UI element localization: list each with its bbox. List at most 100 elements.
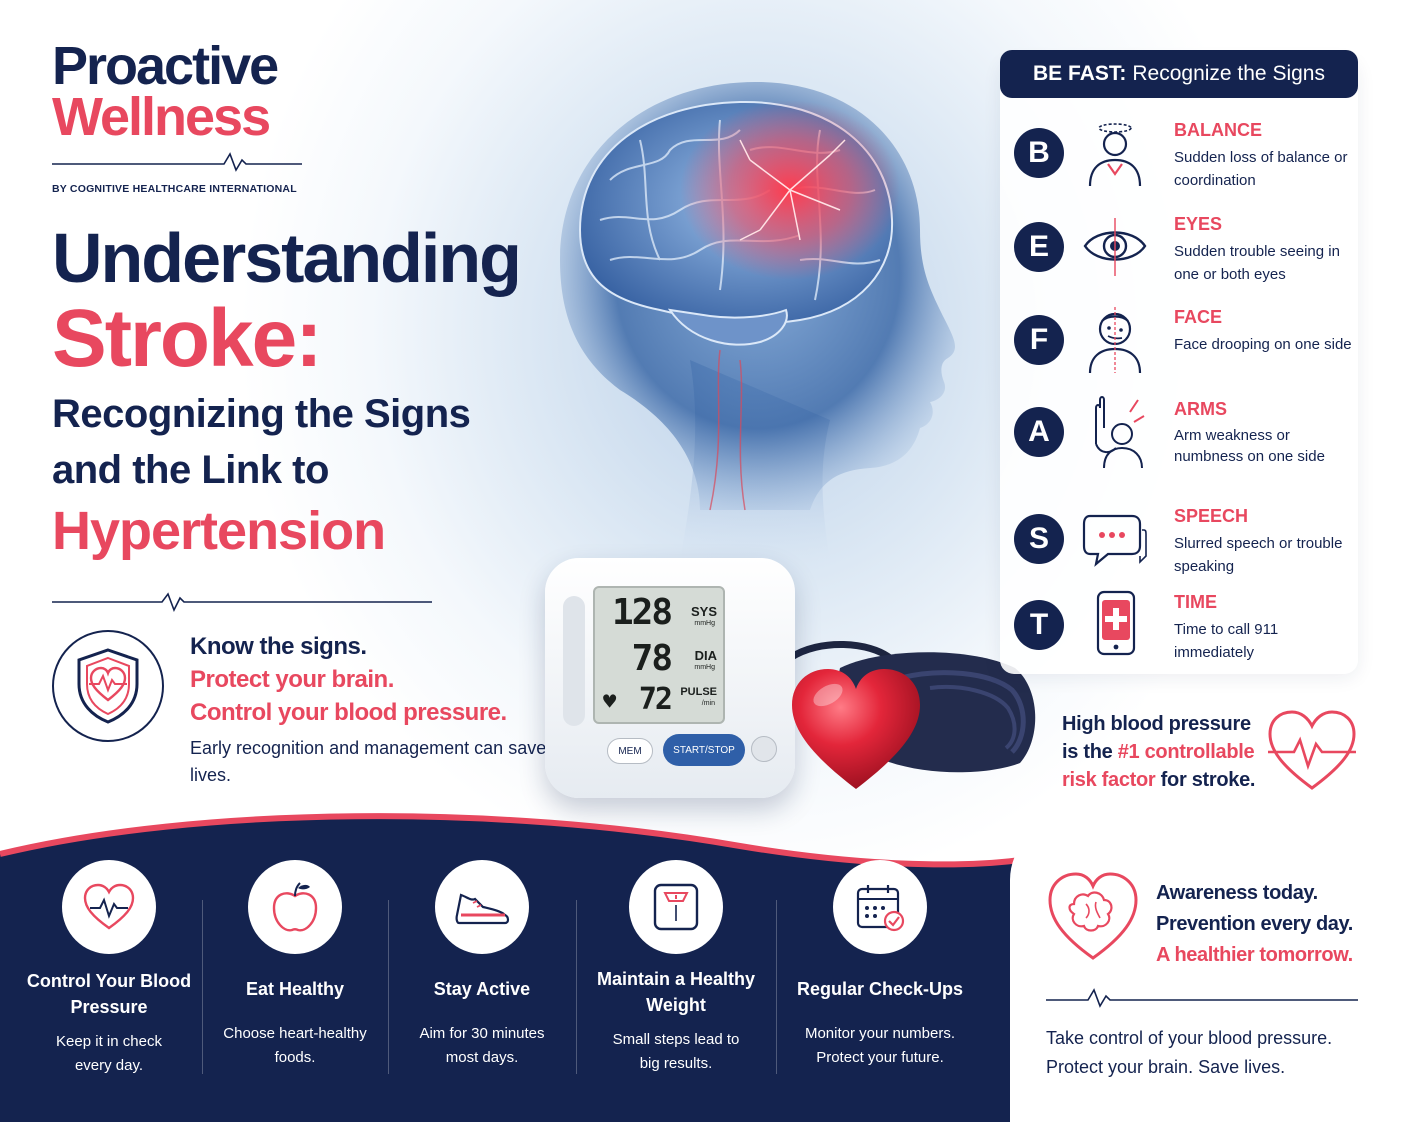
pulse-label: PULSE [680,686,717,698]
tip-title-checkups: Regular Check-Ups [796,979,964,999]
sneaker-icon [435,860,529,954]
human-head-brain-illustration [560,81,956,560]
mem-button[interactable]: MEM [607,738,653,764]
red-heart-icon [792,669,920,789]
brand-name-line2: Wellness [52,87,271,147]
awareness-text: Awareness today. Prevention every day. A… [1156,878,1396,971]
tip-separator [388,900,389,1074]
sys-label: SYS [690,604,717,619]
awareness-line-1: Awareness today. [1156,882,1318,904]
fast-letter-e: E [1014,222,1064,272]
tip-title-control-bp: Control Your Blood Pressure [26,971,192,1017]
fast-title-balance: BALANCE [1174,120,1262,140]
sys-unit: mmHg [694,620,715,627]
balance-icon [1080,116,1150,188]
tip-desc-control-bp: Keep it in check every day. [56,1033,162,1074]
tip-title-eat-healthy: Eat Healthy [245,979,345,999]
be-fast-header: BE FAST: Recognize the Signs [1000,50,1358,98]
brand-name-line1: Proactive [52,36,279,96]
awareness-line-2: Prevention every day. [1156,913,1353,935]
fast-desc-arms: Arm weakness or numbness on one side [1174,427,1325,465]
phone-icon [1080,588,1150,660]
tip-control-bp: Control Your Blood Pressure Keep it in c… [16,860,202,1078]
tip-separator [576,900,577,1074]
hbp-text-2: for stroke. [1155,769,1256,791]
monitor-round-button[interactable] [751,736,777,762]
hbp-callout: High blood pressure is the #1 controllab… [1062,710,1272,794]
headline-hypertension: Hypertension [52,501,386,561]
tip-checkups: Regular Check-Ups Monitor your numbers. … [786,860,974,1070]
tip-desc-stay-active: Aim for 30 minutes most days. [419,1025,545,1066]
awareness-line-3: A healthier tomorrow. [1156,944,1353,966]
be-fast-header-bold: BE FAST: [1033,62,1127,85]
heartbeat-rule-icon [1046,988,1358,1008]
tip-desc-eat-healthy: Choose heart-healthy foods. [223,1025,367,1066]
arm-icon [1080,395,1150,469]
awareness-card: Awareness today. Prevention every day. A… [1010,820,1402,1122]
dia-unit: mmHg [694,664,715,671]
be-fast-row-face: F FACE Face drooping on one side [1000,303,1358,391]
heart-pulse-outline-icon [1268,710,1356,790]
monitor-display: 128 SYS mmHg 78 DIA mmHg 72 PULSE /min ♥ [593,586,725,724]
headline-stroke: Stroke: [52,293,323,384]
hbp-highlight: #1 controllable risk factor [1062,741,1255,791]
fast-letter-a: A [1014,407,1064,457]
be-fast-header-text: Recognize the Signs [1132,62,1325,85]
eye-icon [1080,210,1150,282]
tip-desc-checkups: Monitor your numbers. Protect your futur… [804,1025,956,1066]
tip-healthy-weight: Maintain a Healthy Weight Small steps le… [583,860,769,1076]
fast-desc-time: Time to call 911 immediately [1174,621,1279,661]
fast-title-face: FACE [1174,307,1223,327]
headline-subtitle-2: and the Link to [52,448,329,492]
monitor-side-panel [563,596,585,726]
diastolic-reading: 78 [631,638,673,679]
fast-desc-eyes: Sudden trouble seeing in one or both eye… [1174,243,1340,283]
know-description: Early recognition and management can sav… [190,738,547,785]
tip-separator [202,900,203,1074]
brand-logo: Proactive Wellness BY COGNITIVE HEALTHCA… [52,36,312,195]
fast-letter-s: S [1014,514,1064,564]
awareness-footer: Take control of your blood pressure. Pro… [1046,1028,1333,1077]
pulse-reading: 72 [638,682,673,717]
be-fast-row-time: T TIME Time to call 911 immediately [1000,588,1358,676]
heart-pulse-icon [62,860,156,954]
be-fast-row-eyes: E EYES Sudden trouble seeing in one or b… [1000,210,1358,298]
be-fast-panel: BE FAST: Recognize the Signs B BALANCE S… [1000,50,1358,676]
fast-title-speech: SPEECH [1174,506,1249,526]
shield-heart-icon [52,630,164,742]
blood-pressure-monitor: 128 SYS mmHg 78 DIA mmHg 72 PULSE /min ♥… [545,558,795,798]
apple-icon [248,860,342,954]
hbp-text-1: High blood pressure is the [1062,713,1251,763]
know-the-signs-block: Know the signs. Protect your brain. Cont… [190,630,550,789]
be-fast-row-arms: A ARMS Arm weakness or numbness on one s… [1000,395,1358,495]
fast-title-time: TIME [1174,592,1217,612]
heartbeat-rule-icon [52,152,302,172]
pulse-unit: /min [701,700,715,707]
tip-title-stay-active: Stay Active [433,979,531,999]
systolic-reading: 128 [611,592,673,633]
fast-letter-t: T [1014,600,1064,650]
brand-subtitle: BY COGNITIVE HEALTHCARE INTERNATIONAL [52,183,297,195]
fast-title-arms: ARMS [1174,399,1227,419]
scale-icon [629,860,723,954]
dia-label: DIA [694,648,717,663]
tip-stay-active: Stay Active Aim for 30 minutes most days… [389,860,575,1070]
headline-subtitle-1: Recognizing the Signs [52,392,471,436]
heartbeat-divider-icon [52,592,432,612]
know-line-2: Protect your brain. [190,666,394,693]
headline: Understanding Stroke: Recognizing the Si… [52,220,612,564]
tip-desc-healthy-weight: Small steps lead to big results. [612,1031,740,1072]
start-stop-button[interactable]: START/STOP [663,734,745,766]
headline-understanding: Understanding [52,219,522,297]
tip-separator [776,900,777,1074]
know-line-1: Know the signs. [190,633,367,660]
face-icon [1080,303,1150,375]
heart-brain-icon [1048,872,1138,960]
speech-bubble-icon [1080,502,1150,574]
fast-desc-balance: Sudden loss of balance or coordination [1174,149,1348,189]
know-line-3: Control your blood pressure. [190,699,507,726]
calendar-check-icon [833,860,927,954]
fast-letter-f: F [1014,315,1064,365]
fast-desc-speech: Slurred speech or trouble speaking [1174,535,1343,575]
